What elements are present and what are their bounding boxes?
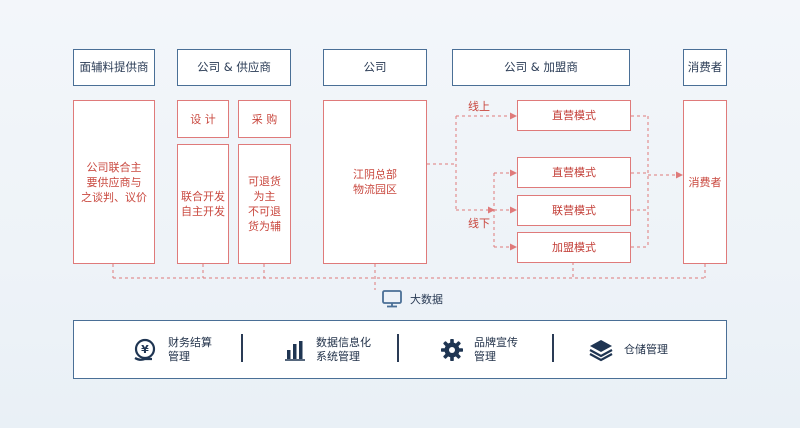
header-company-franchisee: 公司 & 加盟商 (452, 49, 630, 86)
feature-brand-label: 品牌宣传 管理 (474, 335, 518, 363)
monitor-icon (382, 290, 402, 308)
logistics-box: 江阴总部 物流园区 (323, 100, 427, 264)
big-data-label: 大数据 (410, 293, 443, 306)
design-body-box: 联合开发 自主开发 (177, 144, 229, 264)
feature-brand: 品牌宣传 管理 (440, 321, 518, 378)
feature-data-system: 数据信息化 系统管理 (284, 321, 371, 378)
feature-panel: ¥ 财务结算 管理 数据信息化 系统管理 (73, 320, 727, 379)
online-label: 线上 (468, 100, 490, 113)
svg-text:¥: ¥ (141, 343, 149, 356)
feature-finance: ¥ 财务结算 管理 (132, 321, 212, 378)
feature-data-system-label: 数据信息化 系统管理 (316, 335, 371, 363)
purchase-body-box: 可退货 为主 不可退 货为辅 (238, 144, 291, 264)
header-supplier: 面辅料提供商 (73, 49, 155, 86)
offline-franchise-mode: 加盟模式 (517, 232, 631, 263)
feature-warehouse-label: 仓储管理 (624, 342, 668, 356)
feature-divider (552, 334, 554, 362)
feature-divider (241, 334, 243, 362)
offline-direct-mode: 直营模式 (517, 157, 631, 188)
big-data: 大数据 (382, 290, 443, 308)
gear-icon (441, 338, 463, 361)
design-title-box: 设 计 (177, 100, 229, 138)
header-consumer: 消费者 (683, 49, 727, 86)
bar-chart-icon (285, 340, 305, 361)
offline-label: 线下 (468, 217, 490, 230)
feature-finance-label: 财务结算 管理 (168, 335, 212, 363)
feature-warehouse: 仓储管理 (588, 321, 668, 378)
online-direct-mode: 直营模式 (517, 100, 631, 131)
header-company-supplier: 公司 & 供应商 (177, 49, 291, 86)
layers-icon (589, 339, 613, 361)
offline-joint-mode: 联营模式 (517, 195, 631, 226)
consumer-box: 消费者 (683, 100, 727, 264)
purchase-title-box: 采 购 (238, 100, 291, 138)
finance-icon: ¥ (134, 338, 156, 361)
header-company: 公司 (323, 49, 427, 86)
negotiation-box: 公司联合主 要供应商与 之谈判、议价 (73, 100, 155, 264)
feature-divider (397, 334, 399, 362)
